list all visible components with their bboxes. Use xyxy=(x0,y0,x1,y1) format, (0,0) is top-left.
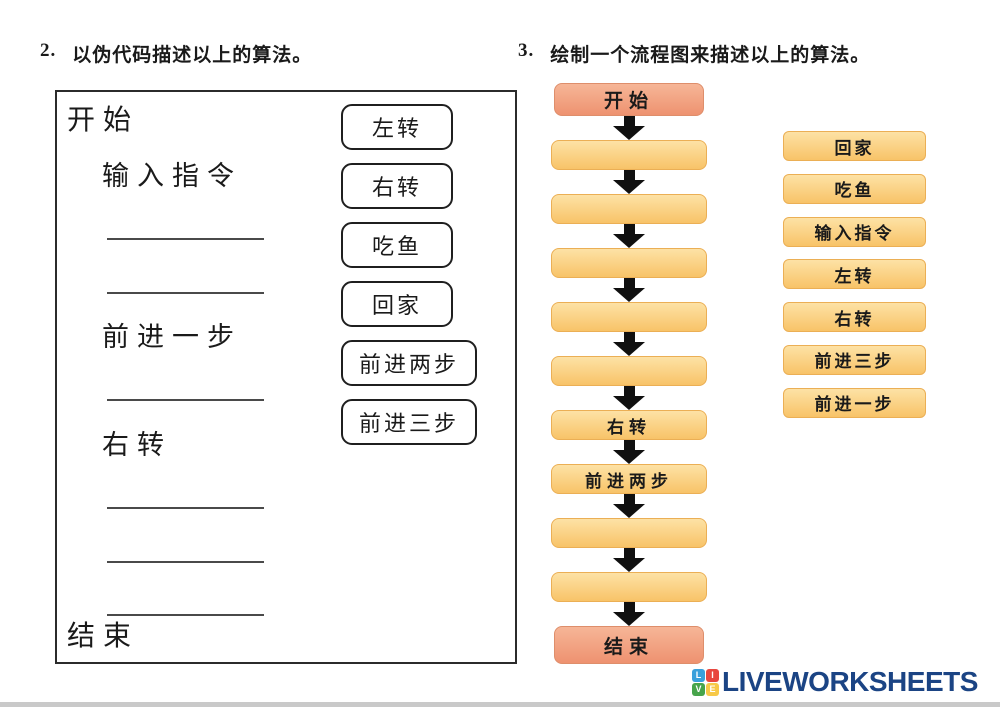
blank-underline[interactable] xyxy=(107,584,264,617)
word-option-button[interactable]: 左转 xyxy=(341,104,453,150)
arrow-head xyxy=(613,342,645,356)
flowchart: 开始右转前进两步结束 xyxy=(551,83,707,664)
section3-title-text: 绘制一个流程图来描述以上的算法。 xyxy=(550,45,871,66)
pseudocode-blank-line[interactable] xyxy=(107,477,264,527)
arrow-stem xyxy=(623,332,635,342)
section2-number: 2. xyxy=(40,40,57,61)
liveworksheets-logo-text: LIVEWORKSHEETS xyxy=(722,666,978,697)
word-option-button[interactable]: 前进三步 xyxy=(341,399,478,445)
arrow-stem xyxy=(623,116,635,126)
pseudocode-blank-line[interactable] xyxy=(107,584,264,634)
arrow-stem xyxy=(623,386,635,396)
arrow-stem xyxy=(623,224,635,234)
arrow-head xyxy=(613,234,645,248)
flowchart-step-empty[interactable] xyxy=(551,140,707,170)
section2-title: 2. 以伪代码描述以上的算法。 xyxy=(40,40,312,67)
word-bank-right: 回家吃鱼输入指令左转右转前进三步前进一步 xyxy=(783,131,926,418)
arrow-head xyxy=(613,450,645,464)
flowchart-word-option[interactable]: 回家 xyxy=(783,131,926,161)
down-arrow-icon xyxy=(613,602,645,626)
flowchart-step-empty[interactable] xyxy=(551,194,707,224)
flowchart-step-empty[interactable] xyxy=(551,248,707,278)
flowchart-step-filled: 前进两步 xyxy=(551,464,707,494)
blank-underline[interactable] xyxy=(107,208,264,240)
down-arrow-icon xyxy=(613,494,645,518)
word-option-button[interactable]: 前进两步 xyxy=(341,340,478,386)
arrow-head xyxy=(613,612,645,626)
arrow-head xyxy=(613,288,645,302)
section3-title: 3. 绘制一个流程图来描述以上的算法。 xyxy=(518,40,870,67)
pseudocode-blank-line[interactable] xyxy=(107,262,264,312)
flowchart-word-option[interactable]: 前进一步 xyxy=(783,387,926,418)
flowchart-word-option[interactable]: 输入指令 xyxy=(783,216,926,247)
arrow-head xyxy=(613,126,645,140)
pseudocode-step-text: 输入指令 xyxy=(102,161,242,191)
section2-title-text: 以伪代码描述以上的算法。 xyxy=(72,45,313,66)
pseudocode-step-text: 右转 xyxy=(102,430,172,460)
flowchart-word-option[interactable]: 吃鱼 xyxy=(783,173,926,204)
pseudocode-blank-line[interactable] xyxy=(107,369,264,419)
arrow-head xyxy=(613,396,645,410)
logo-tile-e: E xyxy=(706,682,719,696)
pseudocode-step-text: 前进一步 xyxy=(102,322,242,353)
flowchart-step-empty[interactable] xyxy=(551,572,707,602)
word-bank-left: 左转右转吃鱼回家前进两步前进三步 xyxy=(341,104,478,445)
word-option-button[interactable]: 右转 xyxy=(341,163,453,209)
arrow-head xyxy=(613,504,645,518)
arrow-head xyxy=(613,558,645,572)
down-arrow-icon xyxy=(613,224,645,248)
down-arrow-icon xyxy=(613,278,645,302)
down-arrow-icon xyxy=(613,332,645,356)
pseudocode-end-label: 结束 xyxy=(67,621,140,652)
pseudocode-blank-line[interactable] xyxy=(107,531,264,581)
flowchart-word-option[interactable]: 右转 xyxy=(783,302,926,333)
down-arrow-icon xyxy=(613,116,645,140)
arrow-stem xyxy=(623,278,635,288)
pseudocode-start-label: 开始 xyxy=(67,105,140,136)
blank-underline[interactable] xyxy=(107,477,264,509)
flowchart-word-option[interactable]: 前进三步 xyxy=(783,344,926,375)
flowchart-terminal: 结束 xyxy=(554,626,704,664)
arrow-head xyxy=(613,180,645,194)
arrow-stem xyxy=(623,602,635,612)
pseudocode-blank-line[interactable] xyxy=(107,208,264,258)
flowchart-step-empty[interactable] xyxy=(551,518,707,548)
blank-underline[interactable] xyxy=(107,369,264,402)
down-arrow-icon xyxy=(613,386,645,410)
bottom-divider xyxy=(0,702,1000,707)
logo-tile-i: I xyxy=(706,668,719,682)
word-option-button[interactable]: 回家 xyxy=(341,281,453,327)
flowchart-step-empty[interactable] xyxy=(551,356,707,386)
flowchart-step-filled: 右转 xyxy=(551,410,707,440)
arrow-stem xyxy=(623,170,635,180)
down-arrow-icon xyxy=(613,440,645,464)
section3-number: 3. xyxy=(518,40,535,61)
flowchart-terminal: 开始 xyxy=(554,83,704,116)
arrow-stem xyxy=(623,548,635,558)
flowchart-step-empty[interactable] xyxy=(551,302,707,332)
logo-tile-l: L xyxy=(692,668,705,682)
blank-underline[interactable] xyxy=(107,262,264,294)
arrow-stem xyxy=(623,494,635,504)
arrow-stem xyxy=(623,440,635,450)
down-arrow-icon xyxy=(613,170,645,194)
word-option-button[interactable]: 吃鱼 xyxy=(341,222,453,268)
flowchart-word-option[interactable]: 左转 xyxy=(783,259,926,290)
logo-tile-v: V xyxy=(692,682,705,696)
down-arrow-icon xyxy=(613,548,645,572)
blank-underline[interactable] xyxy=(107,531,264,563)
